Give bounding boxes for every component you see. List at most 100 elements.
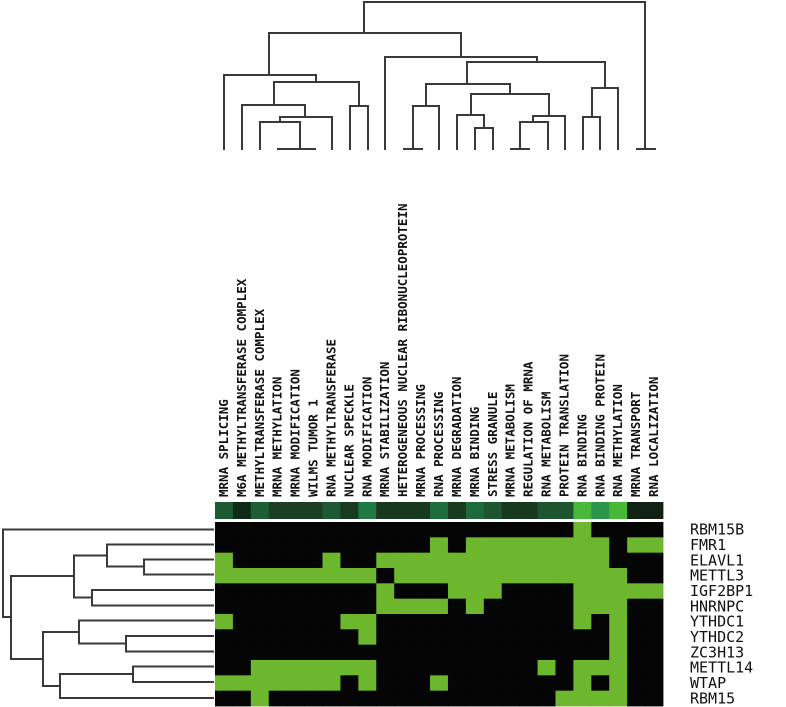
- heatmap-cell: [519, 690, 538, 707]
- heatmap-cell: [501, 690, 521, 707]
- heatmap-cell: [412, 675, 431, 692]
- heatmap-cell: [286, 690, 305, 707]
- heatmap-cell: [250, 614, 270, 630]
- column-label: STRESS GRANULE: [485, 392, 500, 497]
- heatmap-cell: [250, 598, 270, 615]
- heatmap-cell: [447, 522, 467, 538]
- heatmap-cell: [483, 583, 503, 600]
- heatmap-cell: [412, 522, 431, 538]
- heatmap-cell: [215, 583, 234, 600]
- heatmap-cell: [268, 629, 288, 646]
- heatmap-cell: [430, 675, 449, 692]
- heatmap-cell: [340, 614, 359, 630]
- heatmap-cell: [519, 660, 538, 676]
- row-label: IGF2BP1: [690, 582, 753, 600]
- heatmap-cell: [447, 660, 467, 676]
- heatmap-cell: [501, 675, 521, 692]
- annotation-cell: [555, 502, 574, 519]
- heatmap-cell: [465, 660, 485, 676]
- column-label: MRNA BINDING: [467, 407, 482, 497]
- heatmap-cell: [573, 522, 592, 538]
- heatmap-cell: [609, 675, 628, 692]
- heatmap-cell: [555, 614, 574, 630]
- heatmap-cell: [591, 522, 610, 538]
- row-label: YTHDC1: [690, 613, 744, 631]
- heatmap-cell: [322, 675, 341, 692]
- heatmap-cell: [645, 522, 664, 538]
- heatmap-cell: [591, 598, 610, 615]
- heatmap-cell: [645, 690, 664, 707]
- heatmap-cell: [268, 660, 288, 676]
- heatmap-cell: [447, 614, 467, 630]
- heatmap-cell: [394, 537, 413, 554]
- annotation-cell: [609, 502, 628, 519]
- heatmap-cell: [286, 568, 305, 584]
- heatmap-cell: [627, 598, 646, 615]
- heatmap-cell: [501, 522, 521, 538]
- heatmap-cell: [573, 537, 592, 554]
- heatmap-cell: [394, 568, 413, 584]
- heatmap-cell: [232, 537, 252, 554]
- heatmap-cell: [358, 629, 377, 646]
- heatmap-cell: [215, 598, 234, 615]
- heatmap-cell: [519, 568, 538, 584]
- heatmap-cell: [376, 690, 395, 707]
- heatmap-cell: [358, 522, 377, 538]
- heatmap-cell: [232, 614, 252, 630]
- heatmap-cell: [645, 614, 664, 630]
- heatmap-cell: [340, 690, 359, 707]
- heatmap-cell: [304, 690, 323, 707]
- heatmap-cell: [483, 614, 503, 630]
- heatmap-cell: [215, 690, 234, 707]
- column-label: MRNA METHYLATION: [270, 377, 285, 497]
- heatmap-cell: [555, 522, 574, 538]
- heatmap-cell: [394, 614, 413, 630]
- annotation-cell: [483, 502, 503, 519]
- heatmap-cell: [555, 660, 574, 676]
- heatmap-cell: [376, 660, 395, 676]
- heatmap-cell: [591, 660, 610, 676]
- heatmap-cell: [573, 675, 592, 692]
- column-label: METHYLTRANSFERASE COMPLEX: [252, 308, 267, 497]
- heatmap-cell: [250, 629, 270, 646]
- row-label: ELAVL1: [690, 551, 744, 569]
- column-label: NUCLEAR SPECKLE: [341, 384, 356, 497]
- heatmap-cell: [394, 629, 413, 646]
- heatmap-cell: [609, 614, 628, 630]
- heatmap-cell: [519, 629, 538, 646]
- heatmap-cell: [447, 537, 467, 554]
- heatmap-cell: [268, 552, 288, 569]
- heatmap-cell: [376, 629, 395, 646]
- heatmap-cell: [250, 675, 270, 692]
- heatmap-cell: [232, 690, 252, 707]
- heatmap-cell: [627, 644, 646, 661]
- column-label: WILMS TUMOR 1: [306, 399, 321, 497]
- heatmap-cell: [591, 629, 610, 646]
- heatmap-cell: [430, 629, 449, 646]
- heatmap-cell: [645, 537, 664, 554]
- heatmap-cell: [358, 614, 377, 630]
- heatmap-cell: [304, 629, 323, 646]
- heatmap-cell: [483, 644, 503, 661]
- row-labels: RBM15BFMR1ELAVL1METTL3IGF2BP1HNRNPCYTHDC…: [690, 521, 753, 707]
- heatmap-cell: [537, 675, 556, 692]
- row-dendrogram: [2, 528, 214, 699]
- heatmap-cell: [358, 660, 377, 676]
- column-label: MRNA MODIFICATION: [288, 369, 303, 497]
- heatmap-cell: [322, 552, 341, 569]
- heatmap-cell: [215, 552, 234, 569]
- heatmap-cell: [394, 598, 413, 615]
- heatmap-cell: [447, 690, 467, 707]
- heatmap-cell: [322, 522, 341, 538]
- column-label: RNA BINDING PROTEIN: [592, 354, 607, 497]
- heatmap-cell: [250, 522, 270, 538]
- heatmap-cell: [215, 614, 234, 630]
- heatmap-cell: [232, 583, 252, 600]
- heatmap-cell: [340, 583, 359, 600]
- heatmap-cell: [609, 568, 628, 584]
- column-label: RNA MODIFICATION: [359, 377, 374, 497]
- row-label: YTHDC2: [690, 628, 744, 646]
- heatmap-cell: [447, 568, 467, 584]
- heatmap-cell: [573, 583, 592, 600]
